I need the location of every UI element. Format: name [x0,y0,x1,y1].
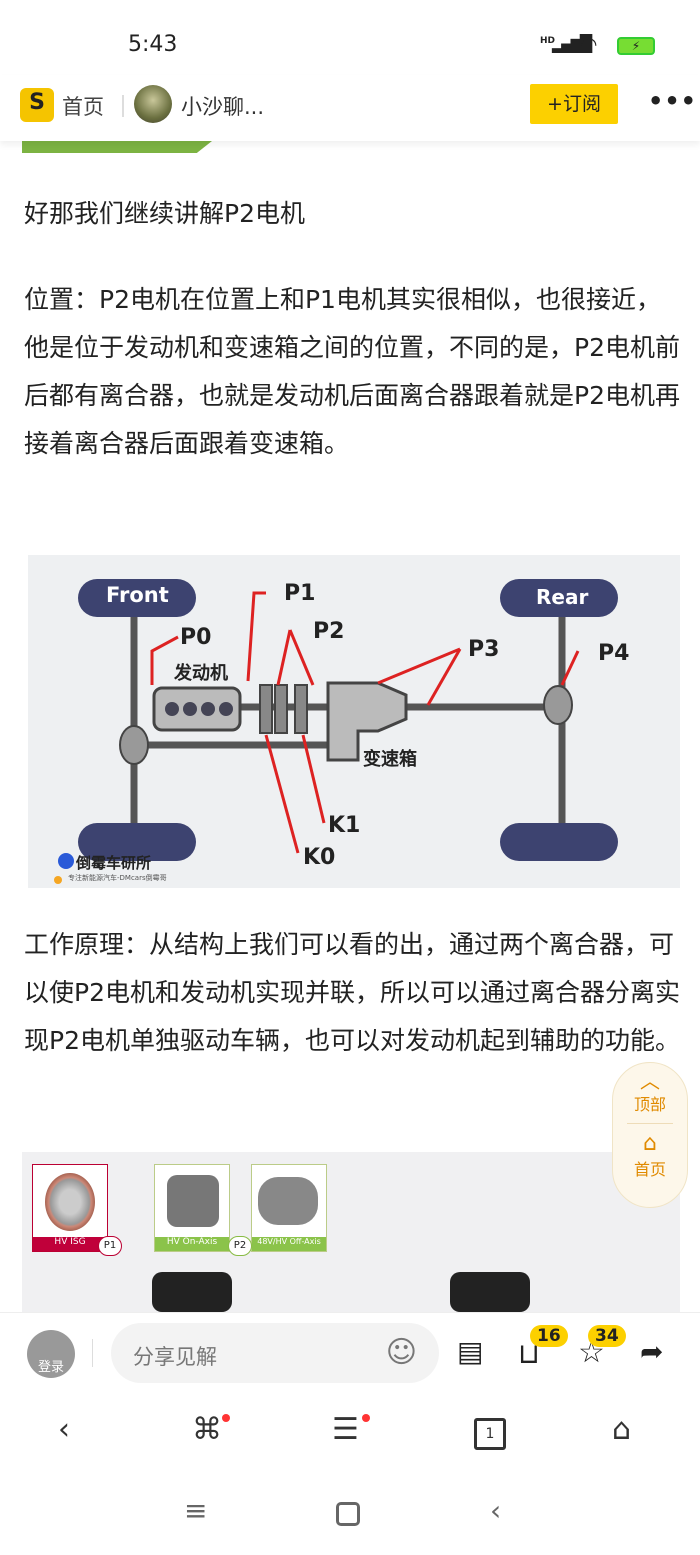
engine-label: 发动机 [174,663,228,684]
divider [122,95,124,117]
favorite-count: 34 [588,1325,626,1347]
p1-tag: P1 [98,1236,122,1256]
battery-icon: ⚡ [617,37,655,55]
share-icon[interactable]: ➦ [640,1335,664,1368]
emoji-icon[interactable]: ☺ [385,1335,417,1370]
p4-label: P4 [598,641,630,666]
home-link[interactable]: 首页 [62,95,104,119]
menu-icon[interactable]: ☰ [332,1412,359,1447]
tabs-icon[interactable]: 1 [474,1418,506,1450]
login-avatar[interactable]: 登录 [27,1330,75,1378]
signal-icon: ▂▄▆█ [552,34,592,53]
gearbox [326,681,408,762]
recents-icon[interactable]: ≡ [184,1494,208,1527]
p3-label: P3 [468,637,500,662]
app-logo[interactable]: S [20,88,54,122]
apps-icon[interactable]: ⌘ [192,1412,222,1447]
subscribe-button[interactable]: +订阅 [530,84,618,124]
tire [152,1272,232,1312]
author-name[interactable]: 小沙聊... [181,95,265,119]
home-square-icon[interactable] [336,1502,360,1526]
front-label: Front [106,583,169,607]
system-back-icon[interactable]: ‹ [490,1494,502,1527]
paragraph: 工作原理：从结构上我们可以看的出，通过两个离合器，可以使P2电机和发动机实现并联… [24,930,680,1055]
comment-bar: 登录 分享见解 ☺ ▤ ⊔ 16 ☆ 34 ➦ [0,1312,700,1392]
motor-positions-image[interactable]: HV ISG HV On-Axis 48V/HV Off-Axis P1 P2 [22,1152,680,1322]
home-icon: ⌂ [643,1131,657,1156]
gearbox-label: 变速箱 [363,749,417,770]
home-icon[interactable]: ⌂ [612,1412,632,1447]
comment-input[interactable]: 分享见解 ☺ [111,1323,439,1383]
wifi-icon: ◠ [580,32,598,56]
p0-label: P0 [180,625,212,650]
chevron-up-icon: ︿ [640,1069,660,1093]
off-axis-card: 48V/HV Off-Axis [251,1164,327,1252]
more-icon[interactable]: ••• [648,87,698,115]
tagline: 专注新能源汽车-DMcars倒霉哥 [68,874,167,882]
author-avatar[interactable] [134,85,172,123]
hybrid-diagram-image[interactable]: Front Rear P0 P1 P2 P3 P4 发动机 变速箱 K1 K0 … [28,555,680,888]
watermark: 倒霉车研所 [76,854,152,872]
hv-on-axis-card: HV On-Axis [154,1164,230,1252]
float-home-button[interactable]: ⌂ 首页 [613,1132,687,1180]
rear-wheel [500,579,618,617]
comment-icon[interactable]: ▤ [457,1335,484,1368]
front-wheel [78,823,196,861]
browser-nav: ‹ ⌘ ☰ 1 ⌂ [0,1392,700,1472]
clock: 5:43 [128,32,178,57]
like-count: 16 [530,1325,568,1347]
rear-label: Rear [536,585,589,609]
hv-isg-card: HV ISG [32,1164,108,1252]
p2-tag: P2 [228,1236,252,1256]
status-bar: 5:43 HD ▂▄▆█ ◠ ⚡ [0,0,700,75]
k0-label: K0 [303,845,336,870]
back-icon[interactable]: ‹ [58,1412,70,1447]
p1-label: P1 [284,581,316,606]
rear-wheel [500,823,618,861]
top-header: S 首页 小沙聊... +订阅 ••• [0,75,700,141]
drivetrain-drawing [54,579,618,884]
tire [450,1272,530,1312]
p2-label: P2 [313,619,345,644]
paragraph: 好那我们继续讲解P2电机 [24,199,305,228]
image-bottom-strip [22,141,212,153]
paragraph: 位置：P2电机在位置上和P1电机其实很相似，也很接近，他是位于发动机和变速箱之间… [24,285,680,458]
hd-label: HD [540,36,556,46]
floating-nav: ︿ 顶部 ⌂ 首页 [612,1062,688,1208]
system-nav: ≡ ‹ [0,1472,700,1555]
front-wheel [78,579,196,617]
k1-label: K1 [328,813,361,838]
back-to-top-button[interactable]: ︿ 顶部 [613,1063,687,1115]
